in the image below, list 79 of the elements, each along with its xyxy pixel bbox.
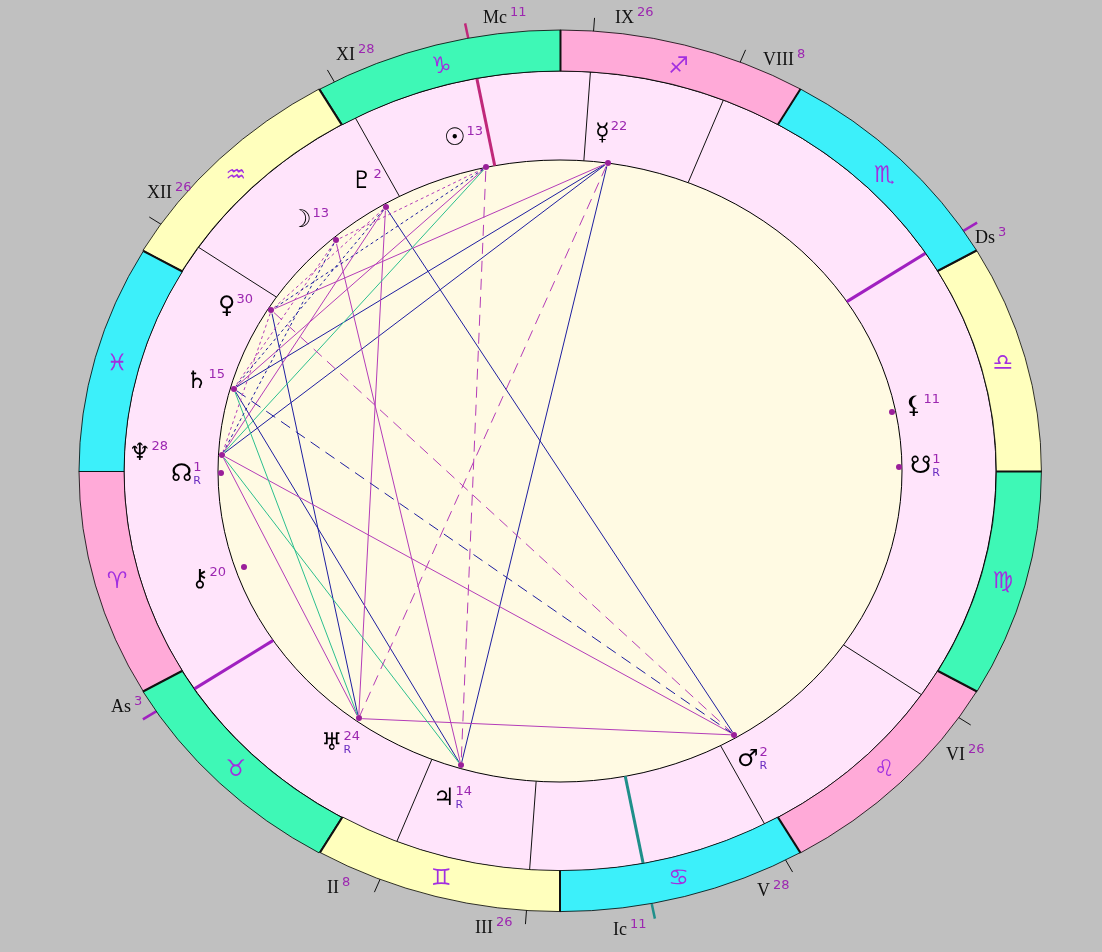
house-cusp-label: VIII$^{8}$: [763, 47, 806, 70]
house-cusp-label: As$^{3}$: [111, 694, 143, 717]
house-cusp-label: XII$^{26}$: [147, 180, 192, 203]
zodiac-sign-symbol: ♊: [431, 864, 452, 891]
planet-dot: [355, 715, 362, 722]
planet-label: ☉$^{13}$: [444, 122, 484, 152]
planet-label: ☽$^{13}$: [290, 204, 330, 234]
zodiac-band: [319, 817, 560, 912]
zodiac-sign-symbol: ♍: [992, 566, 1014, 593]
house-cusp-label: II$^{8}$: [327, 875, 351, 898]
aspect-line: [224, 456, 732, 734]
zodiac-sign-symbol: ♋: [668, 864, 689, 891]
planet-dot: [268, 307, 275, 314]
zodiac-sign-symbol: ♎: [992, 349, 1014, 376]
aspect-line: [236, 390, 732, 734]
planet-dot: [482, 164, 489, 171]
zodiac-band: [143, 89, 342, 271]
planet-label: ♀$^{30}$: [218, 290, 254, 320]
aspect-line: [223, 169, 485, 453]
zodiac-band: [560, 817, 801, 912]
zodiac-sign-symbol: ♒: [225, 160, 247, 187]
planet-dot: [230, 385, 237, 392]
house-cusp-label: IX$^{26}$: [615, 5, 654, 28]
zodiac-band: [778, 89, 977, 271]
house-cusp-label: Ds$^{3}$: [975, 225, 1007, 248]
aspect-line: [273, 208, 384, 309]
planet-label: ♆$^{28}$: [129, 437, 169, 467]
aspect-line: [273, 168, 484, 309]
aspect-line: [273, 312, 733, 733]
planet-dot: [731, 731, 738, 738]
aspect-line: [235, 242, 335, 387]
aspect-line: [358, 210, 386, 716]
house-cusp-label: V$^{28}$: [757, 878, 790, 901]
planet-dot: [332, 237, 339, 244]
planet-dot: [604, 160, 611, 166]
planet-label: ♇$^{2}$: [351, 165, 382, 195]
aspect-line: [274, 163, 605, 310]
aspect-line: [234, 391, 358, 716]
planet-label: ⚸$^{11}$: [905, 390, 941, 420]
aspect-line: [223, 457, 358, 716]
aspect-line: [235, 209, 384, 387]
aspect-line: [235, 169, 484, 387]
house-cusp-label: Ic$^{11}$: [613, 917, 647, 940]
aspect-line: [271, 313, 359, 716]
planet-dot: [218, 451, 225, 458]
planet-dot: [889, 409, 896, 416]
planet-label: ⚷$^{20}$: [191, 563, 227, 593]
aspect-line: [461, 165, 608, 763]
aspect-line: [223, 457, 460, 764]
zodiac-band: [319, 30, 560, 125]
zodiac-band: [143, 671, 342, 853]
planet-dot: [240, 564, 247, 571]
house-cusp-label: XI$^{28}$: [336, 42, 375, 65]
aspect-line: [359, 165, 607, 716]
zodiac-sign-symbol: ♌: [873, 755, 895, 782]
aspect-line: [361, 718, 732, 736]
house-cusp-label: III$^{26}$: [475, 915, 513, 938]
aspect-line: [223, 209, 385, 453]
zodiac-sign-symbol: ♉: [225, 755, 247, 782]
planet-dot: [458, 762, 464, 769]
aspect-line: [223, 243, 335, 453]
house-cusp-label: VI$^{26}$: [946, 742, 985, 765]
zodiac-sign-symbol: ♑: [431, 51, 452, 78]
house-cusp-label: Mc$^{11}$: [483, 5, 527, 28]
planet-label: ☿$^{22}$: [595, 117, 628, 147]
planet-dot: [895, 464, 902, 471]
aspect-line: [236, 164, 606, 388]
aspect-line: [224, 164, 606, 454]
zodiac-sign-symbol: ♐: [668, 51, 689, 78]
zodiac-sign-symbol: ♓: [106, 349, 128, 376]
aspect-line: [387, 209, 733, 733]
aspect-line: [336, 243, 461, 763]
aspect-line: [235, 391, 460, 763]
planet-dot: [218, 470, 225, 477]
planet-dot: [382, 204, 389, 211]
zodiac-sign-symbol: ♈: [106, 566, 128, 593]
zodiac-sign-symbol: ♏: [873, 160, 895, 187]
aspect-line: [338, 168, 484, 240]
planet-label: ♄$^{15}$: [186, 365, 226, 395]
